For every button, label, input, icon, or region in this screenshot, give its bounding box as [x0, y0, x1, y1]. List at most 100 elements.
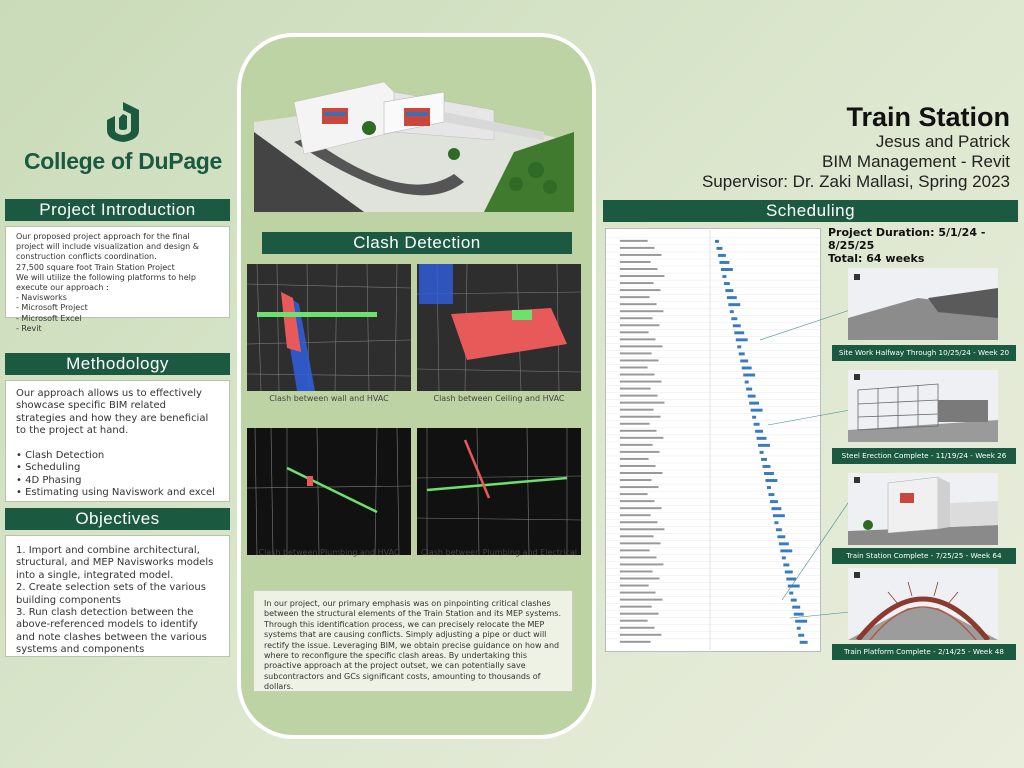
gantt-bar	[766, 486, 771, 490]
gantt-task-name	[619, 584, 649, 587]
gantt-bar	[793, 612, 804, 616]
gantt-task-name	[619, 352, 652, 355]
gantt-task-name	[619, 366, 648, 369]
intro-text: Our proposed project approach for the fi…	[16, 232, 200, 333]
project-duration: Project Duration: 5/1/24 - 8/25/25 Total…	[828, 226, 985, 265]
gantt-bar	[725, 289, 734, 293]
gantt-bar	[764, 472, 774, 475]
gantt-task-name	[619, 570, 653, 573]
gantt-task-name	[619, 626, 655, 629]
gantt-task-name	[619, 528, 665, 531]
milestone-train-station: Train Station Complete - 7/25/25 - Week …	[832, 548, 1016, 564]
milestone-train-platform: Train Platform Complete - 2/14/25 - Week…	[832, 644, 1016, 660]
gantt-bar	[743, 373, 756, 377]
gantt-task-name	[619, 450, 660, 453]
gantt-task-name	[619, 422, 650, 425]
gantt-bar	[790, 598, 797, 602]
gantt-bar	[738, 352, 745, 356]
gantt-task-name	[619, 436, 664, 439]
gantt-task-name	[619, 275, 665, 278]
gantt-bar	[728, 303, 741, 307]
gantt-task-name	[619, 521, 658, 524]
gantt-task-name	[619, 612, 659, 615]
objectives-text: 1. Import and combine architectural, str…	[16, 545, 214, 656]
gantt-task-name	[619, 260, 651, 263]
gantt-bar	[726, 296, 737, 300]
gantt-bar	[758, 443, 770, 447]
gantt-bar	[746, 387, 753, 391]
gantt-task-name	[619, 464, 656, 467]
gantt-bar	[768, 493, 775, 497]
gantt-bar	[750, 408, 763, 412]
gantt-task-name	[619, 457, 649, 460]
gantt-bar	[731, 317, 738, 321]
gantt-task-name	[619, 415, 661, 418]
methodology-text: Our approach allows us to effectively sh…	[16, 388, 215, 499]
gantt-bar	[778, 542, 789, 546]
gantt-task-name	[619, 443, 653, 446]
gantt-bar	[781, 556, 786, 560]
gantt-task-name	[619, 640, 651, 643]
gantt-task-name	[619, 394, 658, 397]
college-logo: College of DuPage	[14, 100, 232, 180]
gantt-bar	[761, 457, 767, 461]
college-logo-icon	[107, 102, 139, 142]
gantt-bar	[744, 380, 749, 384]
gantt-bar	[771, 507, 782, 511]
milestone-connectors	[759, 309, 851, 619]
gantt-bar	[787, 584, 800, 588]
college-name: College of DuPage	[23, 148, 223, 174]
gantt-bar	[786, 577, 797, 581]
gantt-bar	[799, 640, 808, 644]
gantt-task-name	[619, 408, 654, 411]
duration-total: Total: 64 weeks	[828, 252, 925, 265]
gantt-task-name	[619, 549, 650, 552]
gantt-bar	[747, 394, 756, 398]
gantt-bar	[783, 563, 790, 567]
intro-heading: Project Introduction	[5, 199, 230, 221]
gantt-task-name	[619, 282, 654, 285]
gantt-bar	[789, 591, 794, 595]
gantt-task-name	[619, 577, 660, 580]
clash-image-wall-hvac	[247, 264, 411, 391]
gantt-bar	[723, 282, 730, 286]
gantt-task-name	[619, 500, 655, 503]
gantt-bar	[795, 619, 808, 623]
gantt-task-name	[619, 268, 658, 270]
gantt-bar	[732, 324, 741, 328]
gantt-bar	[716, 246, 723, 250]
methodology-box: Our approach allows us to effectively sh…	[5, 380, 230, 502]
milestone-site-work: Site Work Halfway Through 10/25/24 - Wee…	[832, 345, 1016, 361]
gantt-bar	[798, 633, 805, 637]
train-station-complete-rendering	[848, 473, 998, 545]
gantt-chart	[605, 228, 821, 652]
gantt-bar	[759, 450, 764, 454]
gantt-task-name	[619, 253, 662, 256]
gantt-task-name	[619, 633, 662, 636]
gantt-bar	[737, 345, 742, 349]
methodology-heading: Methodology	[5, 353, 230, 375]
gantt-task-name	[619, 619, 648, 622]
clash-paragraph: In our project, our primary emphasis was…	[253, 590, 573, 692]
gantt-task-name	[619, 331, 649, 334]
gantt-task-name	[619, 507, 662, 510]
gantt-task-name	[619, 486, 659, 489]
duration-line-1: Project Duration: 5/1/24 -	[828, 226, 986, 239]
gantt-bar	[775, 528, 782, 532]
gantt-task-name	[619, 514, 651, 517]
gantt-task-name	[619, 303, 657, 306]
gantt-bar	[777, 535, 786, 539]
gantt-task-name	[619, 535, 654, 538]
gantt-task-name	[619, 289, 661, 292]
gantt-task-name	[619, 310, 664, 313]
milestone-steel-erection: Steel Erection Complete - 11/19/24 - Wee…	[832, 448, 1016, 464]
scheduling-heading: Scheduling	[603, 200, 1018, 222]
gantt-bar	[756, 436, 767, 440]
gantt-task-name	[619, 563, 664, 566]
gantt-bar	[792, 605, 801, 609]
gantt-task-name	[619, 598, 663, 601]
clash-image-plumbing-electrical	[417, 428, 581, 555]
gantt-bar	[796, 626, 801, 630]
gantt-bar	[740, 359, 749, 363]
gantt-bar	[749, 401, 760, 405]
